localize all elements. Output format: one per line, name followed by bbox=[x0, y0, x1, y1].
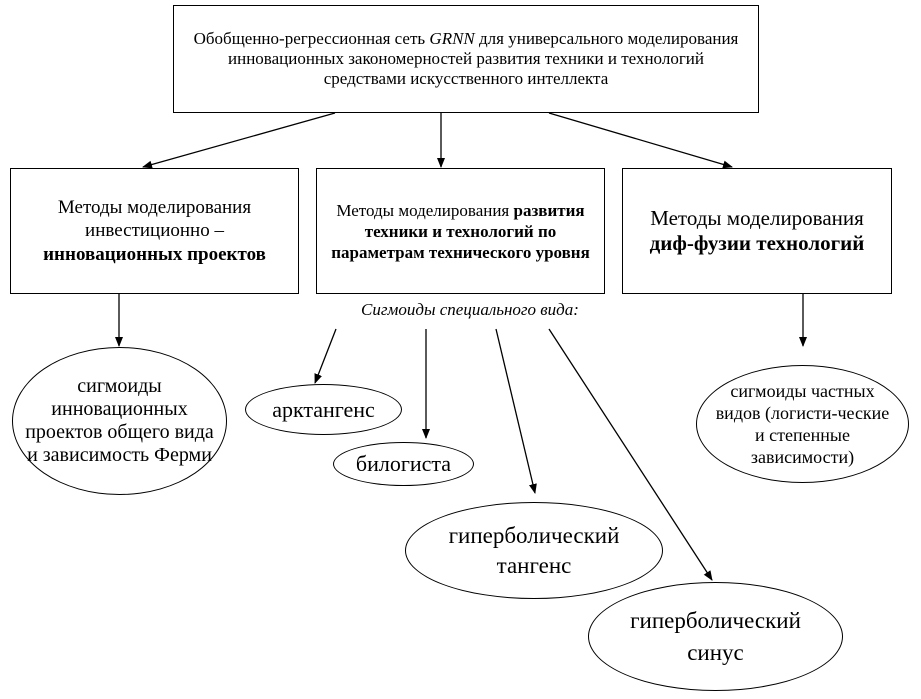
oval-bilogistic: билогиста bbox=[333, 442, 474, 486]
oval-hyperbolic-sine: гиперболический синус bbox=[588, 582, 843, 691]
oval-arctangent: арктангенс bbox=[245, 384, 402, 435]
top-text-abbr: GRNN bbox=[429, 29, 475, 48]
oval-bilogistic-text: билогиста bbox=[355, 451, 452, 476]
method-diffusion-text: Методы моделирования диф-фузии технологи… bbox=[633, 206, 881, 256]
method-diffusion-bold: диф-фузии технологий bbox=[649, 231, 865, 255]
oval-hyperbolic-tangent-text: гиперболический тангенс bbox=[448, 522, 620, 578]
arrow-to-arctan bbox=[314, 328, 337, 384]
top-text-pre: Обобщенно-регрессионная сеть bbox=[193, 29, 430, 48]
oval-partial-sigmoids: сигмоиды частных видов (логисти-ческие и… bbox=[696, 365, 909, 483]
method-investment-bold: инновационных проектов bbox=[43, 243, 266, 265]
arrow-to-tanh bbox=[495, 328, 537, 494]
oval-arctangent-text: арктангенс bbox=[272, 396, 375, 422]
special-sigmoids-label: Сигмоиды специального вида: bbox=[361, 300, 579, 319]
arrow-top-to-right bbox=[548, 112, 733, 169]
oval-innovation-text: сигмоиды инновационных проектов общего в… bbox=[25, 375, 214, 466]
method-box-diffusion: Методы моделирования диф-фузии технологи… bbox=[622, 168, 892, 294]
top-grnn-box: Обобщенно-регрессионная сеть GRNN для ун… bbox=[173, 5, 759, 113]
method-box-technology-development: Методы моделирования развития техники и … bbox=[316, 168, 605, 294]
arrow-to-sinh bbox=[548, 328, 713, 581]
method-diffusion-normal: Методы моделирования bbox=[650, 206, 864, 230]
method-investment-normal: Методы моделирования инвестиционно – bbox=[57, 196, 252, 242]
method-technology-text: Методы моделирования развития техники и … bbox=[327, 200, 594, 263]
oval-partial-text: сигмоиды частных видов (логисти-ческие и… bbox=[715, 381, 890, 467]
oval-hyperbolic-sine-text: гиперболический синус bbox=[630, 607, 801, 665]
method-technology-bold: развития техники и технологий по парамет… bbox=[331, 200, 590, 262]
oval-hyperbolic-tangent: гиперболический тангенс bbox=[405, 502, 663, 599]
method-technology-normal: Методы моделирования bbox=[336, 200, 514, 220]
oval-innovation-sigmoids: сигмоиды инновационных проектов общего в… bbox=[12, 347, 227, 495]
method-box-investment: Методы моделирования инвестиционно – инн… bbox=[10, 168, 299, 294]
method-investment-text: Методы моделирования инвестиционно – инн… bbox=[25, 196, 284, 267]
top-text-post: для универсального моделирования инновац… bbox=[228, 29, 739, 88]
arrow-top-to-left bbox=[142, 112, 336, 169]
top-grnn-text: Обобщенно-регрессионная сеть GRNN для ун… bbox=[192, 29, 740, 89]
